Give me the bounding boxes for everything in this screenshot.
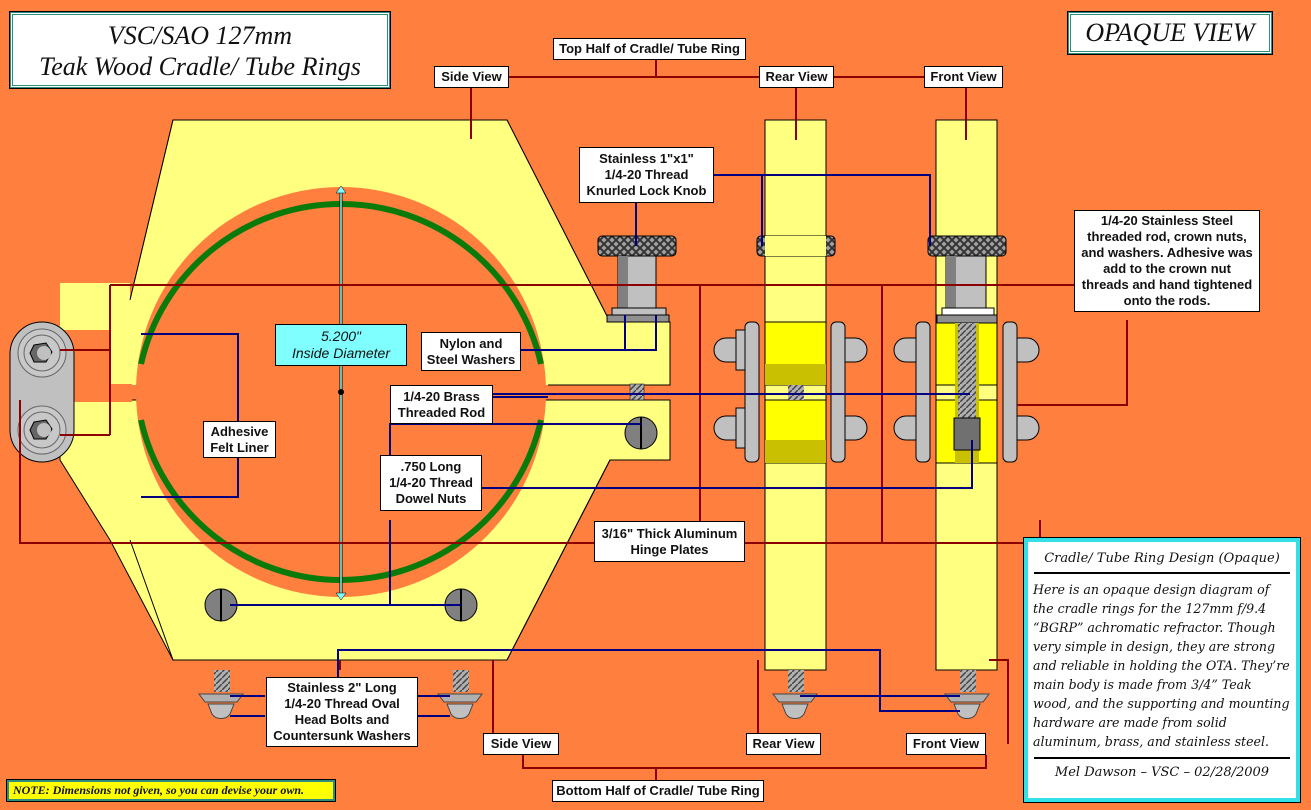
description-body: Here is an opaque design diagram of the …: [1033, 582, 1290, 749]
hinge-plate-side: [9, 321, 75, 463]
dimensions-note: NOTE: Dimensions not given, so you can d…: [6, 779, 336, 802]
view-mode-badge: OPAQUE VIEW: [1067, 11, 1273, 55]
title-line-1: VSC/SAO 127mm: [107, 21, 293, 50]
label-bottom-side-view: Side View: [483, 733, 559, 755]
callout-washers: Nylon and Steel Washers: [421, 332, 521, 371]
label-top-half: Top Half of Cradle/ Tube Ring: [553, 38, 746, 60]
callout-hinge-plates: 3/16" Thick Aluminum Hinge Plates: [594, 521, 745, 562]
title-line-2: Teak Wood Cradle/ Tube Rings: [39, 52, 361, 81]
description-panel: Cradle/ Tube Ring Design (Opaque) Here i…: [1023, 537, 1301, 803]
divider: [1034, 757, 1290, 759]
description-title: Cradle/ Tube Ring Design (Opaque): [1044, 551, 1280, 566]
label-top-front-view: Front View: [924, 66, 1003, 88]
diagram-title: VSC/SAO 127mm Teak Wood Cradle/ Tube Rin…: [9, 11, 391, 89]
label-bottom-front-view: Front View: [906, 733, 986, 755]
label-bottom-half: Bottom Half of Cradle/ Tube Ring: [552, 780, 764, 802]
hinge-plates-end: [713, 321, 1040, 463]
diameter-label: 5.200" Inside Diameter: [275, 324, 407, 366]
brass-rod-side: [629, 383, 645, 401]
diameter-caption: Inside Diameter: [291, 345, 391, 361]
label-top-rear-view: Rear View: [759, 66, 834, 88]
callout-dowel-nuts: .750 Long 1/4-20 Thread Dowel Nuts: [380, 455, 482, 511]
callout-bolts: Stainless 2" Long 1/4-20 Thread Oval Hea…: [266, 677, 418, 747]
diameter-value: 5.200": [320, 328, 361, 344]
leader-lines-blue: [141, 174, 973, 717]
diameter-dimension: [335, 185, 347, 601]
divider: [1034, 572, 1290, 574]
label-top-side-view: Side View: [434, 66, 509, 88]
callout-felt-liner: Adhesive Felt Liner: [203, 421, 276, 458]
callout-brass-rod: 1/4-20 Brass Threaded Rod: [390, 385, 493, 424]
callout-knob: Stainless 1"x1" 1/4-20 Thread Knurled Lo…: [579, 147, 714, 203]
leader-lines-red: [19, 60, 1128, 783]
label-bottom-rear-view: Rear View: [746, 733, 821, 755]
callout-stainless-rod: 1/4-20 Stainless Steel threaded rod, cro…: [1074, 210, 1260, 312]
knob-side: [597, 235, 677, 323]
author-signature: Mel Dawson – VSC – 02/28/2009: [1054, 765, 1270, 780]
